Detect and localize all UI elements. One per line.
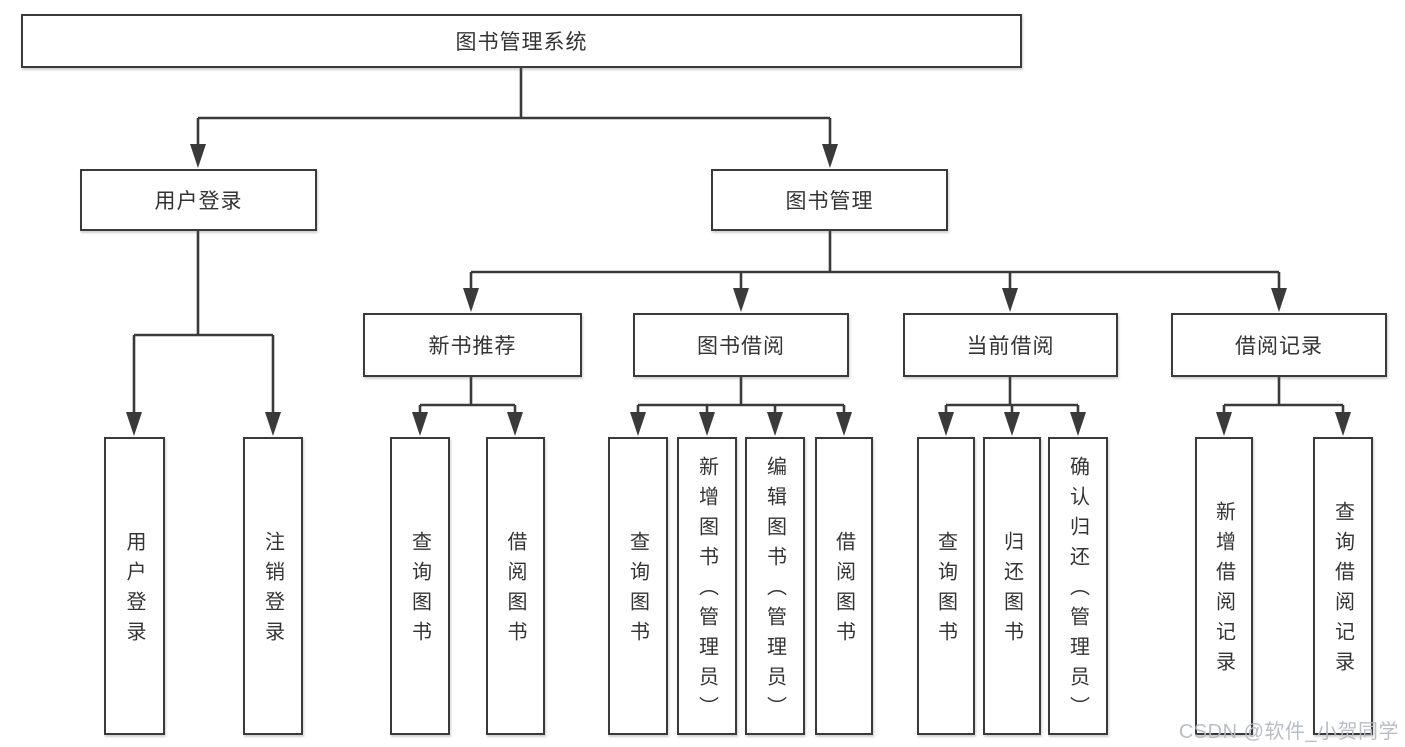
node-current-borrowing: 当前借阅 bbox=[903, 313, 1118, 377]
node-label: 新书推荐 bbox=[428, 335, 517, 358]
node-label: 用户登录 bbox=[123, 531, 145, 651]
node-new-book-recommendation: 新书推荐 bbox=[363, 313, 582, 377]
node-label: 图书管理系统 bbox=[455, 31, 588, 54]
leaf-add-borrow-record: 新增借阅记录 bbox=[1195, 437, 1253, 735]
node-label: 用户登录 bbox=[154, 190, 243, 213]
leaf-edit-books-admin: 编辑图书（管理员） bbox=[745, 437, 805, 735]
leaf-borrow-books-2: 借阅图书 bbox=[815, 437, 873, 735]
node-label: 借阅图书 bbox=[504, 531, 526, 651]
node-label: 借阅图书 bbox=[832, 531, 855, 651]
arrowhead-icons bbox=[126, 144, 1351, 436]
node-label: 归还图书 bbox=[1000, 531, 1023, 651]
node-label: 编辑图书（管理员） bbox=[763, 456, 786, 726]
node-label: 注销登录 bbox=[261, 531, 284, 651]
leaf-user-login: 用户登录 bbox=[104, 437, 165, 735]
node-book-borrowing: 图书借阅 bbox=[633, 313, 849, 377]
node-label: 新增图书（管理员） bbox=[695, 456, 718, 726]
leaf-confirm-return-admin: 确认归还（管理员） bbox=[1048, 437, 1108, 735]
node-label: 查询图书 bbox=[626, 531, 649, 651]
leaf-return-books: 归还图书 bbox=[983, 437, 1041, 735]
node-label: 查询图书 bbox=[934, 531, 957, 651]
leaf-query-borrow-record: 查询借阅记录 bbox=[1313, 437, 1373, 735]
leaf-logout: 注销登录 bbox=[243, 437, 303, 735]
node-label: 新增借阅记录 bbox=[1212, 501, 1235, 681]
node-label: 确认归还（管理员） bbox=[1066, 456, 1089, 726]
node-label: 当前借阅 bbox=[966, 335, 1055, 358]
leaf-add-books-admin: 新增图书（管理员） bbox=[677, 437, 737, 735]
leaf-borrow-books-1: 借阅图书 bbox=[486, 437, 545, 735]
node-book-management: 图书管理 bbox=[711, 169, 948, 231]
node-label: 借阅记录 bbox=[1235, 335, 1323, 358]
node-label: 查询借阅记录 bbox=[1331, 501, 1354, 681]
leaf-query-books-2: 查询图书 bbox=[608, 437, 668, 735]
node-label: 图书借阅 bbox=[697, 335, 785, 358]
node-library-management-system: 图书管理系统 bbox=[21, 14, 1022, 68]
node-user-login: 用户登录 bbox=[80, 169, 317, 231]
leaf-query-books-1: 查询图书 bbox=[390, 437, 450, 735]
node-borrowing-records: 借阅记录 bbox=[1171, 313, 1387, 377]
csdn-watermark: CSDN @软件_小贺同学 bbox=[1178, 721, 1399, 743]
leaf-query-books-3: 查询图书 bbox=[917, 437, 975, 735]
node-label: 查询图书 bbox=[408, 531, 431, 651]
node-label: 图书管理 bbox=[785, 190, 874, 213]
